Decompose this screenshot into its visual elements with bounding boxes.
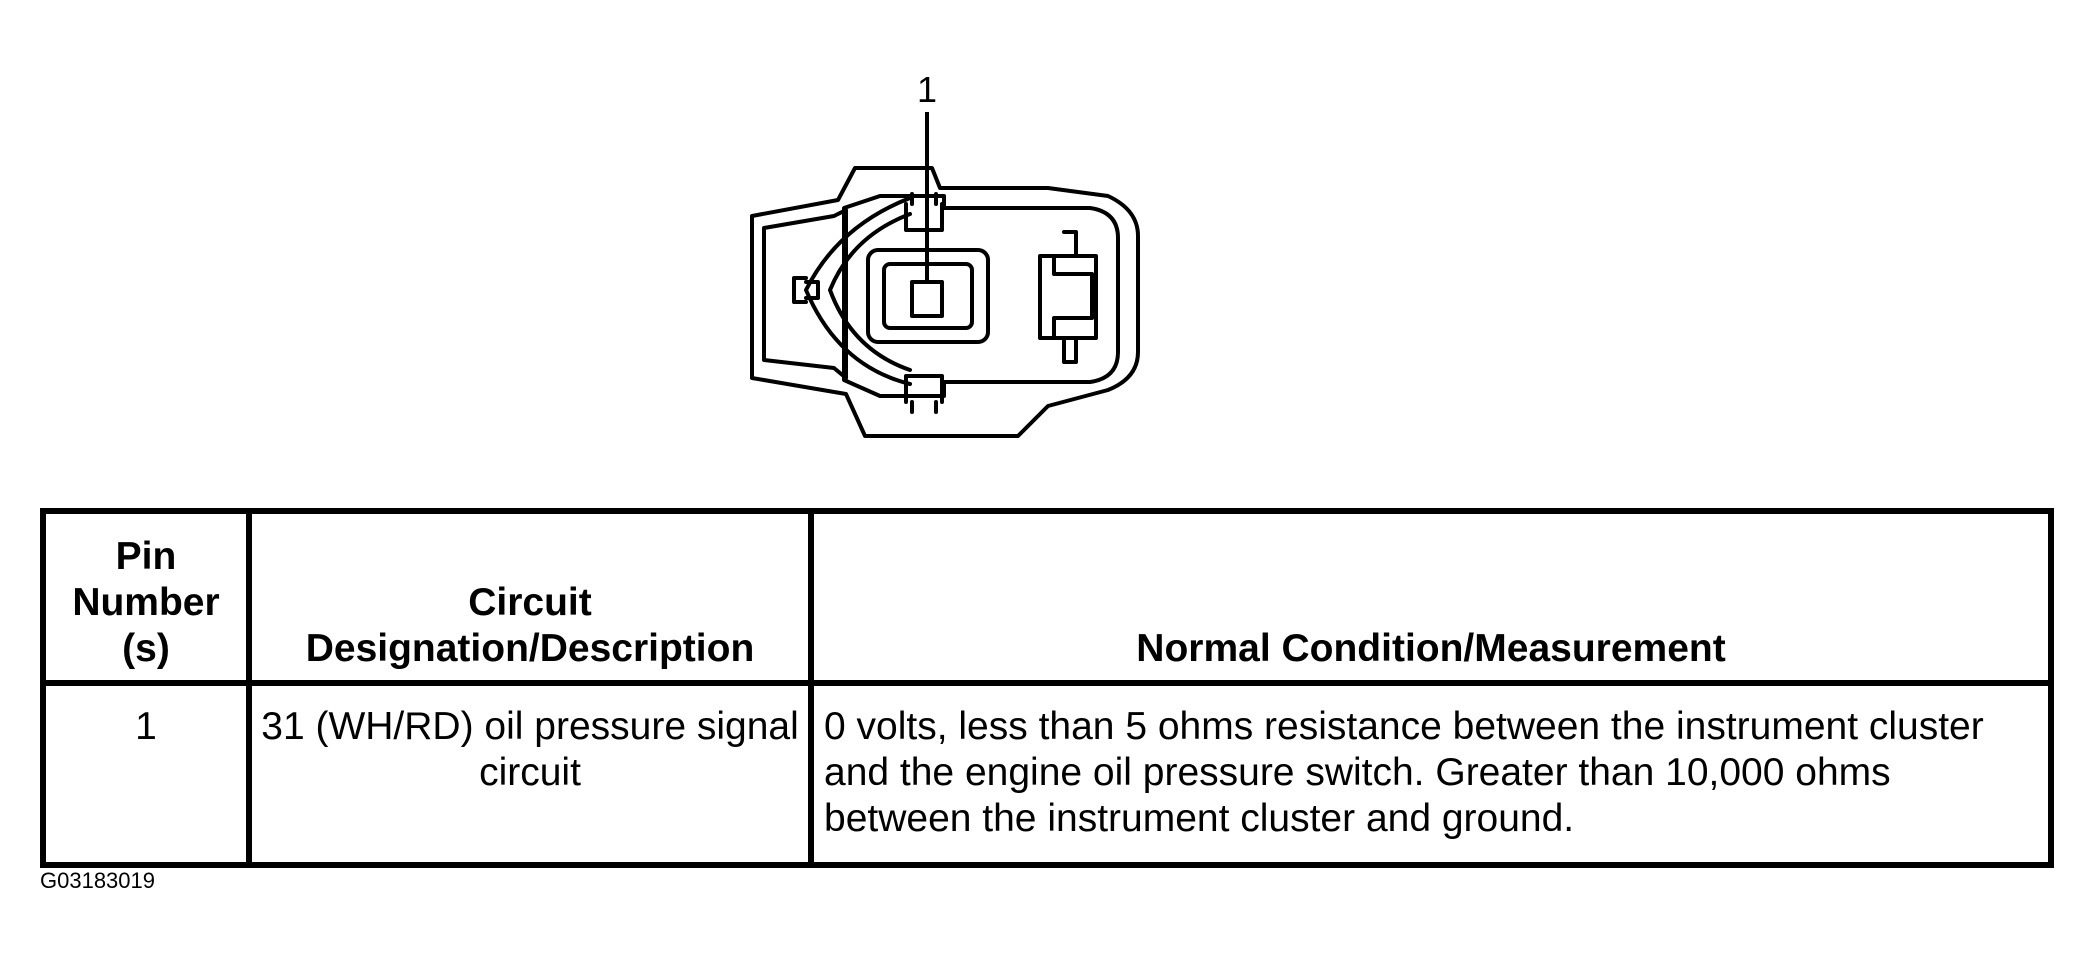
- cell-pin-number: 1: [40, 680, 252, 868]
- connector-bottom-lock-tab: [904, 374, 944, 414]
- pin-1-terminal: [910, 280, 944, 318]
- header-pin-number: Pin Number (s): [40, 508, 252, 686]
- connector-secondary-lock: [1038, 254, 1098, 340]
- cell-normal-condition: 0 volts, less than 5 ohms resistance bet…: [808, 680, 2054, 868]
- header-normal-condition: Normal Condition/Measurement: [808, 508, 2054, 686]
- header-circuit-description: Circuit Designation/Description: [246, 508, 814, 686]
- connector-latch-arc-outer: [804, 196, 912, 386]
- connector-inner-frame: [842, 194, 1120, 398]
- pin-table: Pin Number (s) Circuit Designation/Descr…: [40, 508, 2054, 868]
- connector-left-tab: [792, 276, 820, 304]
- figure-code: G03183019: [40, 868, 155, 893]
- cell-circuit-description: 31 (WH/RD) oil pressure signal circuit: [246, 680, 814, 868]
- callout-label: 1: [917, 69, 937, 110]
- connector-housing-outline: [750, 166, 1140, 438]
- connector-latch-arc-inner: [828, 212, 912, 372]
- table-row: 1 31 (WH/RD) oil pressure signal circuit…: [40, 680, 2054, 868]
- connector-top-lock-tab: [904, 192, 944, 232]
- connector-secondary-lock-detail: [1062, 230, 1078, 364]
- table-header-row: Pin Number (s) Circuit Designation/Descr…: [40, 508, 2054, 686]
- connector-housing-inner-wall: [762, 208, 848, 380]
